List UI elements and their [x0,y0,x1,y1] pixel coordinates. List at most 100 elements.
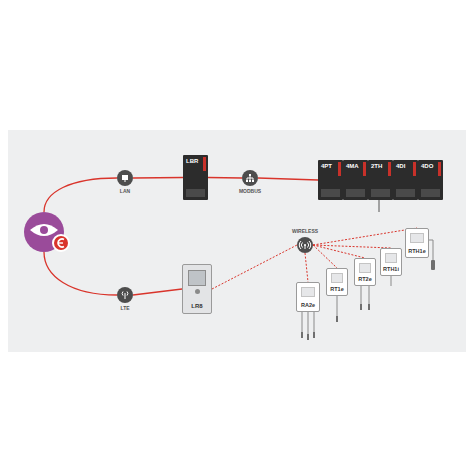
red-stripe [338,162,341,176]
module-box: 2TH [368,160,393,200]
module-box: 4PT [318,160,343,200]
probe-cable [337,296,338,318]
node-label: LBR [186,158,202,164]
glyph-stroke [249,174,251,176]
probe-cable [302,312,303,334]
probe-tip [301,332,303,338]
sensor-window [301,287,315,297]
logo-eye [30,224,58,236]
sensor-window [385,253,397,263]
terminal-strip [346,189,365,197]
red-stripe [388,162,391,176]
terminal-strip [321,189,340,197]
logo-pupil [40,226,48,234]
sensor-box: RTH1e [405,228,429,258]
terminal-strip [396,189,415,197]
device-screen [188,270,206,286]
logo-badge [54,236,68,250]
red-link [133,177,183,179]
node-label: RT1e [330,287,343,293]
probe-tip [336,316,338,322]
node-label: RTH1i [383,267,399,273]
icon-label: MODBUS [239,189,261,194]
node-label: RTH1e [408,249,425,255]
probe-cable [361,286,362,306]
probe-tip [431,260,435,270]
module-cable [379,200,380,212]
red-link [44,252,117,295]
probe-cable [314,312,315,334]
gateway-device: LR8 [182,264,212,314]
node-label: RT2e [358,277,371,283]
icon-glyph [297,237,313,253]
icon-label: LTE [120,306,129,311]
red-stripe [413,162,416,176]
red-link [258,178,318,180]
icon-label: LAN [120,189,130,194]
red-link [208,177,242,179]
glyph-stroke [299,241,310,249]
red-link [44,178,117,212]
probe-tips [301,260,435,340]
terminal-strip [186,189,205,197]
icon-glyph [242,170,258,186]
glyph-stroke [122,292,128,300]
wireless-link [212,245,297,289]
node-label: 4PT [321,163,337,169]
node-label: 2TH [371,163,387,169]
sensor-window [359,263,371,273]
icon-label: WIRELESS [292,229,318,234]
terminal-strip [371,189,390,197]
node-label: 4DI [396,163,412,169]
glyph-stroke [125,180,126,182]
sensor-box: RT2e [354,258,376,286]
icon-circle: LAN [117,170,133,186]
probe-cable [391,276,392,286]
wireless-link [313,228,417,245]
wireless-link [313,245,391,248]
icon-circle: LTE [117,287,133,303]
probe-cable [308,312,309,336]
sensor-box: RA2e [296,282,320,312]
glyph-stroke [304,244,306,246]
device-led [195,289,200,294]
node-label: 4MA [346,163,362,169]
red-stripe [203,157,206,171]
red-stripe [363,162,366,176]
glyph-stroke [246,180,248,182]
background-panel [8,130,466,352]
icon-glyph [117,287,133,303]
node-label: 4DO [421,163,437,169]
sensor-box: RT1e [326,268,348,296]
probe-tip [360,304,362,310]
sensor-window [410,233,424,243]
icon-circle: MODBUS [242,170,258,186]
sensor-box: RTH1i [380,248,402,276]
glyph-stroke [252,180,254,182]
glyph-stroke [249,180,251,182]
module-box: 4MA [343,160,368,200]
node-label: LR8 [191,303,202,309]
probe-tip [368,304,370,310]
glyph-stroke [122,175,128,180]
sensor-window [331,273,343,283]
icon-circle: WIRELESS [297,237,313,253]
module-box: 4DI [393,160,418,200]
node-label: RA2e [301,303,315,309]
logo-badge [52,234,70,252]
probe-cable [369,286,370,306]
glyph-stroke [247,176,253,180]
red-link [133,289,182,295]
module-box: LBR [183,155,208,200]
icon-glyph [117,170,133,186]
module-box: 4DO [418,160,443,200]
probe-tip [307,334,309,340]
terminal-strip [421,189,440,197]
logo-mark [58,239,64,247]
wireless-link [305,253,308,282]
logo-mark [58,242,63,243]
